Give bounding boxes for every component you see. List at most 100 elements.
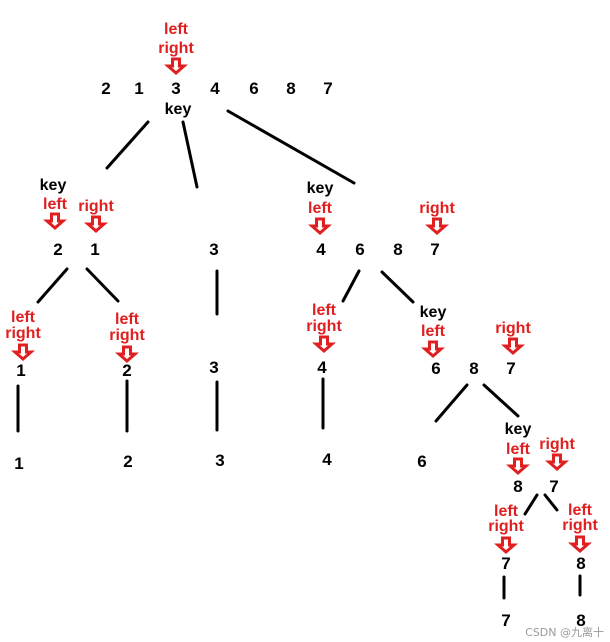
value-cell: 8	[393, 240, 402, 259]
right-pointer-label: right	[78, 198, 114, 215]
tree-edge	[36, 267, 69, 304]
left-pointer-label: left	[506, 441, 531, 458]
value-cell: 2	[53, 240, 62, 259]
key-label: key	[165, 101, 192, 118]
tree-edge	[105, 120, 150, 170]
level-3-a: 1	[14, 454, 23, 473]
down-arrow-icon	[308, 217, 332, 235]
tree-edge	[85, 267, 120, 303]
level-4-b: 8	[576, 554, 585, 573]
level-5-b: 8	[576, 611, 585, 630]
level-2-d: 4	[317, 358, 327, 377]
value-cell: 4	[322, 450, 332, 469]
tree-edge	[226, 109, 356, 185]
left-pointer-label: left	[43, 196, 68, 213]
level-3-b: 2	[123, 452, 132, 471]
down-arrow-icon	[84, 215, 108, 233]
down-arrow-icon	[43, 212, 67, 230]
level-3-e: 6	[417, 452, 426, 471]
level-1-middle: 3	[209, 240, 218, 259]
watermark: CSDN @九离十	[525, 625, 604, 639]
down-arrow-icon	[425, 217, 449, 235]
key-label: key	[307, 180, 334, 197]
right-pointer-label: right	[306, 318, 342, 335]
value-cell: 3	[215, 451, 224, 470]
value-cell: 2	[101, 79, 110, 98]
value-cell: 2	[122, 361, 131, 380]
tree-edge	[523, 493, 539, 516]
value-cell: 1	[134, 79, 143, 98]
right-pointer-label: right	[5, 325, 41, 342]
level-2-a: 1	[16, 361, 25, 380]
down-arrow-icon	[501, 337, 525, 355]
value-cell: 6	[249, 79, 258, 98]
value-cell: 3	[209, 240, 218, 259]
key-label: key	[40, 177, 67, 194]
right-pointer-label: right	[495, 320, 531, 337]
left-pointer-label: left	[164, 21, 189, 38]
value-cell: 2	[123, 452, 132, 471]
tree-edges	[16, 109, 582, 600]
down-arrow-icon	[164, 57, 188, 75]
level-2-b: 2	[122, 361, 131, 380]
value-cell: 6	[355, 240, 364, 259]
value-cell: 1	[14, 454, 23, 473]
value-cell: 7	[501, 611, 510, 630]
tree-edge	[482, 383, 520, 418]
down-arrow-icon	[506, 457, 530, 475]
value-cell: 3	[209, 358, 218, 377]
key-label: key	[505, 421, 532, 438]
left-pointer-label: left	[11, 309, 36, 326]
down-arrow-icon	[11, 343, 35, 361]
tree-edge	[341, 269, 361, 303]
value-cell: 8	[513, 477, 522, 496]
level-3-c: 3	[215, 451, 224, 470]
level-2-e: 6 8 7	[431, 359, 515, 378]
value-cell: 7	[323, 79, 332, 98]
left-pointer-label: left	[494, 503, 519, 520]
left-pointer-label: left	[115, 311, 140, 328]
value-cell: 7	[430, 240, 439, 259]
value-cell: 3	[171, 79, 180, 98]
right-pointer-label: right	[539, 436, 575, 453]
value-cell: 4	[317, 358, 327, 377]
level-3-d: 4	[322, 450, 332, 469]
value-cell: 6	[431, 359, 440, 378]
value-cell: 7	[506, 359, 515, 378]
value-cell: 4	[210, 79, 220, 98]
down-arrow-icon	[545, 453, 569, 471]
right-pointer-label: right	[158, 40, 194, 57]
tree-edge	[181, 120, 199, 189]
value-cell: 7	[501, 554, 510, 573]
value-cell: 6	[417, 452, 426, 471]
right-pointer-label: right	[488, 518, 524, 535]
down-arrow-icon	[421, 340, 445, 358]
left-pointer-label: left	[421, 323, 446, 340]
right-pointer-label: right	[562, 517, 598, 534]
value-cell: 7	[549, 477, 558, 496]
left-pointer-label: left	[568, 502, 593, 519]
down-arrow-icon	[494, 536, 518, 554]
tree-edge	[543, 493, 559, 512]
value-cell: 1	[90, 240, 99, 259]
level-4-a: 7	[501, 554, 510, 573]
right-pointer-label: right	[109, 327, 145, 344]
left-pointer-label: left	[312, 302, 337, 319]
tree-edge	[434, 383, 469, 423]
level-5-a: 7	[501, 611, 510, 630]
down-arrow-icon	[568, 535, 592, 553]
level-2-c: 3	[209, 358, 218, 377]
left-pointer-label: left	[308, 200, 333, 217]
value-cell: 1	[16, 361, 25, 380]
key-label: key	[420, 304, 447, 321]
value-cell: 8	[469, 359, 478, 378]
value-cell: 8	[576, 611, 585, 630]
right-pointer-label: right	[419, 200, 455, 217]
